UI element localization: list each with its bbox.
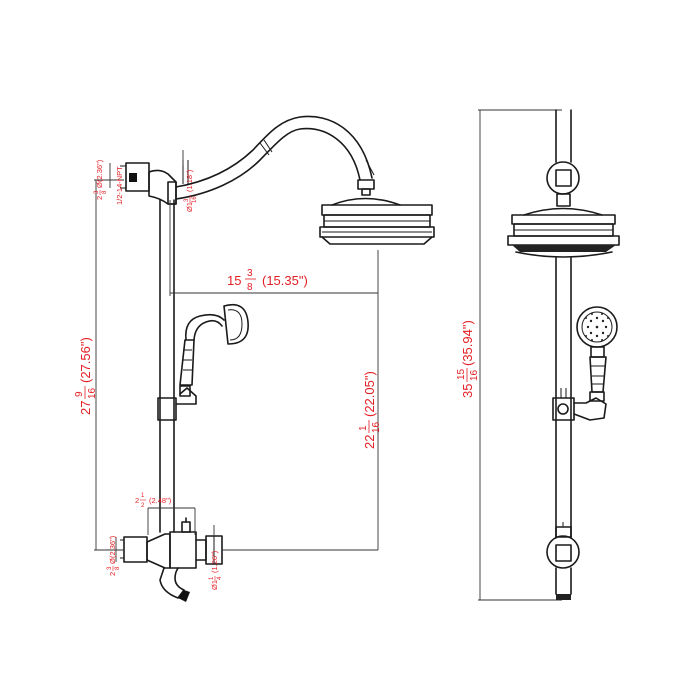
mixer-width-whole: 2	[135, 496, 139, 505]
dim-mixer-width: 2 1 2 (2.48")	[135, 493, 172, 509]
right-hand-shower	[576, 306, 618, 402]
left-view: 15 3 8 (15.35") 27 9 16 (27.56") 22 1 16…	[74, 115, 435, 602]
dim-top-pipe: Ø1 3 16 (1.18")	[184, 169, 198, 212]
top-centers-whole: 2	[95, 196, 104, 200]
dim-top-centers: 2 3 8 Ø (2.36")	[94, 159, 108, 200]
total-height-whole: 27	[78, 401, 93, 415]
thread-size: 1/2-14-NPT	[115, 166, 124, 205]
gooseneck-arm	[175, 115, 375, 200]
top-centers-metric: (2.36")	[95, 159, 104, 182]
bottom-pipe-num: 1	[209, 576, 215, 580]
spout-height-num: 1	[358, 425, 369, 431]
mixer-width-metric: (2.48")	[149, 496, 172, 505]
top-wall-mount	[120, 160, 189, 205]
mixer-width-num: 1	[141, 493, 145, 499]
overhead-shower-head	[319, 197, 435, 245]
arm-width-whole: 15	[227, 273, 241, 288]
dim-thread: 1/2-14-NPT	[115, 166, 124, 205]
left-dimension-lines	[94, 150, 379, 562]
total-height-den: 16	[87, 387, 98, 399]
dim-total-height: 27 9 16 (27.56")	[74, 337, 98, 415]
riser-pipe	[157, 199, 177, 533]
spout-height-metric: (22.05")	[362, 371, 377, 417]
right-top-pipe	[546, 109, 580, 207]
top-pipe-num: 3	[184, 198, 190, 202]
right-holder-bracket	[552, 388, 607, 421]
spout-height-whole: 22	[362, 435, 377, 449]
top-pipe-dia: Ø1	[185, 202, 194, 212]
arm-width-metric: (15.35")	[262, 273, 308, 288]
right-bottom-mount	[546, 522, 580, 600]
bottom-centers-metric: (2.36")	[108, 535, 117, 558]
overall-height-num: 15	[456, 368, 467, 380]
bottom-pipe-metric: (1.26")	[210, 550, 219, 573]
bottom-centers-den: 8	[115, 566, 121, 570]
mixer-width-den: 2	[141, 503, 145, 509]
total-height-metric: (27.56")	[78, 337, 93, 383]
overall-height-metric: (35.94")	[460, 320, 475, 366]
dim-overall-height: 35 15 16 (35.94")	[456, 320, 480, 398]
dim-bottom-centers: 2 3 8 Ø (2.36")	[107, 535, 121, 576]
bottom-pipe-dia: Ø1	[210, 580, 219, 590]
top-centers-den: 8	[102, 190, 108, 194]
top-pipe-metric: (1.18")	[185, 169, 194, 192]
bottom-centers-whole: 2	[108, 572, 117, 576]
arm-width-num: 3	[247, 268, 253, 279]
mixer-valve	[120, 517, 223, 602]
right-dimension-lines	[478, 109, 562, 601]
top-centers-num: 3	[94, 190, 100, 194]
overall-height-whole: 35	[460, 384, 475, 398]
bottom-centers-num: 3	[107, 566, 113, 570]
right-view: 35 15 16 (35.94")	[456, 109, 620, 601]
top-centers-dia: Ø	[95, 182, 104, 188]
overall-height-den: 16	[469, 369, 480, 381]
dim-spout-height: 22 1 16 (22.05")	[358, 371, 382, 449]
dim-bottom-pipe: Ø1 1 4 (1.26")	[209, 550, 223, 590]
arm-width-den: 8	[247, 282, 253, 293]
right-shower-head	[507, 207, 620, 258]
hand-shower	[175, 303, 249, 405]
top-pipe-den: 16	[192, 196, 198, 203]
dim-arm-width: 15 3 8 (15.35")	[227, 268, 308, 293]
bottom-centers-dia: Ø	[108, 558, 117, 564]
spout-height-den: 16	[371, 421, 382, 433]
total-height-num: 9	[74, 391, 85, 397]
bottom-pipe-den: 4	[217, 576, 223, 580]
